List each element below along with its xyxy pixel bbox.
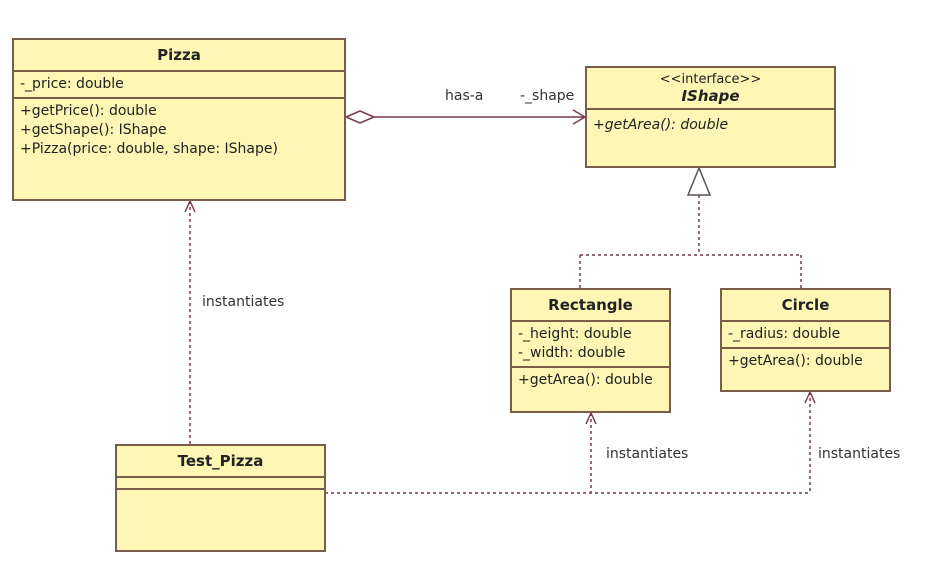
- class-name: Pizza: [14, 40, 344, 72]
- aggregation-role-label: -_shape: [520, 88, 575, 104]
- operation: +getArea(): double: [593, 117, 729, 133]
- attributes-section: -_radius: double: [722, 322, 889, 349]
- class-name: Test_Pizza: [117, 446, 324, 478]
- operations-section: +getPrice(): double +getShape(): IShape …: [14, 99, 344, 162]
- class-name: Rectangle: [512, 290, 669, 322]
- operations-section: +getArea(): double: [587, 110, 834, 138]
- aggregation-diamond-icon: [344, 110, 376, 124]
- attribute: -_width: double: [518, 345, 626, 361]
- class-test-pizza[interactable]: Test_Pizza: [115, 444, 326, 552]
- operations-section: +getArea(): double: [722, 349, 889, 374]
- interface-header: <<interface>> IShape: [587, 68, 834, 110]
- attribute: -_radius: double: [728, 326, 841, 342]
- aggregation-label: has-a: [445, 88, 484, 104]
- realization-triangle-icon: [686, 166, 712, 196]
- attributes-section: -_height: double -_width: double: [512, 322, 669, 368]
- operation: +getPrice(): double: [20, 103, 157, 119]
- operation: +Pizza(price: double, shape: IShape): [20, 141, 278, 157]
- instantiates-circle-label: instantiates: [818, 446, 901, 462]
- interface-ishape[interactable]: <<interface>> IShape +getArea(): double: [585, 66, 836, 168]
- class-rectangle[interactable]: Rectangle -_height: double -_width: doub…: [510, 288, 671, 413]
- operation: +getArea(): double: [518, 372, 653, 388]
- operation: +getArea(): double: [728, 353, 863, 369]
- class-name: IShape: [681, 87, 740, 105]
- class-name: Circle: [722, 290, 889, 322]
- attribute: -_height: double: [518, 326, 632, 342]
- stereotype: <<interface>>: [659, 72, 762, 87]
- dependency-arrow-pizza-icon: [184, 199, 196, 213]
- instantiates-pizza-label: instantiates: [202, 294, 285, 310]
- attribute: -_price: double: [20, 76, 124, 92]
- class-circle[interactable]: Circle -_radius: double +getArea(): doub…: [720, 288, 891, 392]
- operation: +getShape(): IShape: [20, 122, 167, 138]
- instantiates-rectangle-label: instantiates: [606, 446, 689, 462]
- class-pizza[interactable]: Pizza -_price: double +getPrice(): doubl…: [12, 38, 346, 201]
- dependency-arrow-circle-icon: [804, 390, 816, 404]
- dependency-arrow-rectangle-icon: [585, 411, 597, 425]
- operations-section: [117, 490, 324, 496]
- operations-section: +getArea(): double: [512, 368, 669, 393]
- attributes-section: [117, 478, 324, 490]
- attributes-section: -_price: double: [14, 72, 344, 99]
